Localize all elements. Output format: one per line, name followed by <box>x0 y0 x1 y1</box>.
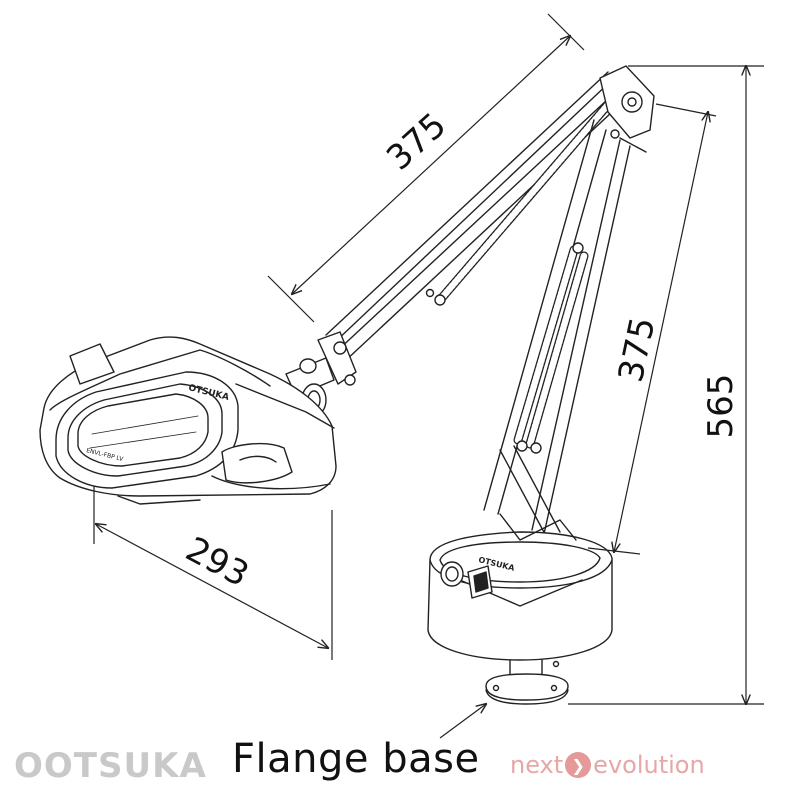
flange-base-caption: Flange base <box>232 736 480 782</box>
chevron-right-icon: ❯ <box>565 752 592 778</box>
flange-pointer <box>439 704 486 739</box>
elbow-joint <box>285 331 357 397</box>
dim-upper-arm <box>267 13 585 323</box>
lower-arm <box>483 119 631 537</box>
top-joint <box>599 65 655 153</box>
dim-lower-arm <box>587 103 717 555</box>
dimension-lines <box>94 13 764 739</box>
label-upper-arm: 375 <box>379 105 454 178</box>
dim-total-height <box>568 66 764 704</box>
upper-spring <box>425 95 617 306</box>
label-total-height: 565 <box>701 374 741 439</box>
magnifier-head <box>39 336 337 505</box>
logo-evolution-text: evolution <box>593 751 705 779</box>
lamp-illustration <box>39 65 655 705</box>
label-head-width: 293 <box>179 529 255 595</box>
label-lower-arm: 375 <box>611 314 664 386</box>
next-evolution-logo: next ❯ evolution <box>510 750 705 780</box>
lamp-base <box>427 513 613 705</box>
ootsuka-logo: OOTSUKA <box>14 746 207 786</box>
logo-next-text: next <box>510 751 564 779</box>
dim-head-width <box>94 486 333 660</box>
